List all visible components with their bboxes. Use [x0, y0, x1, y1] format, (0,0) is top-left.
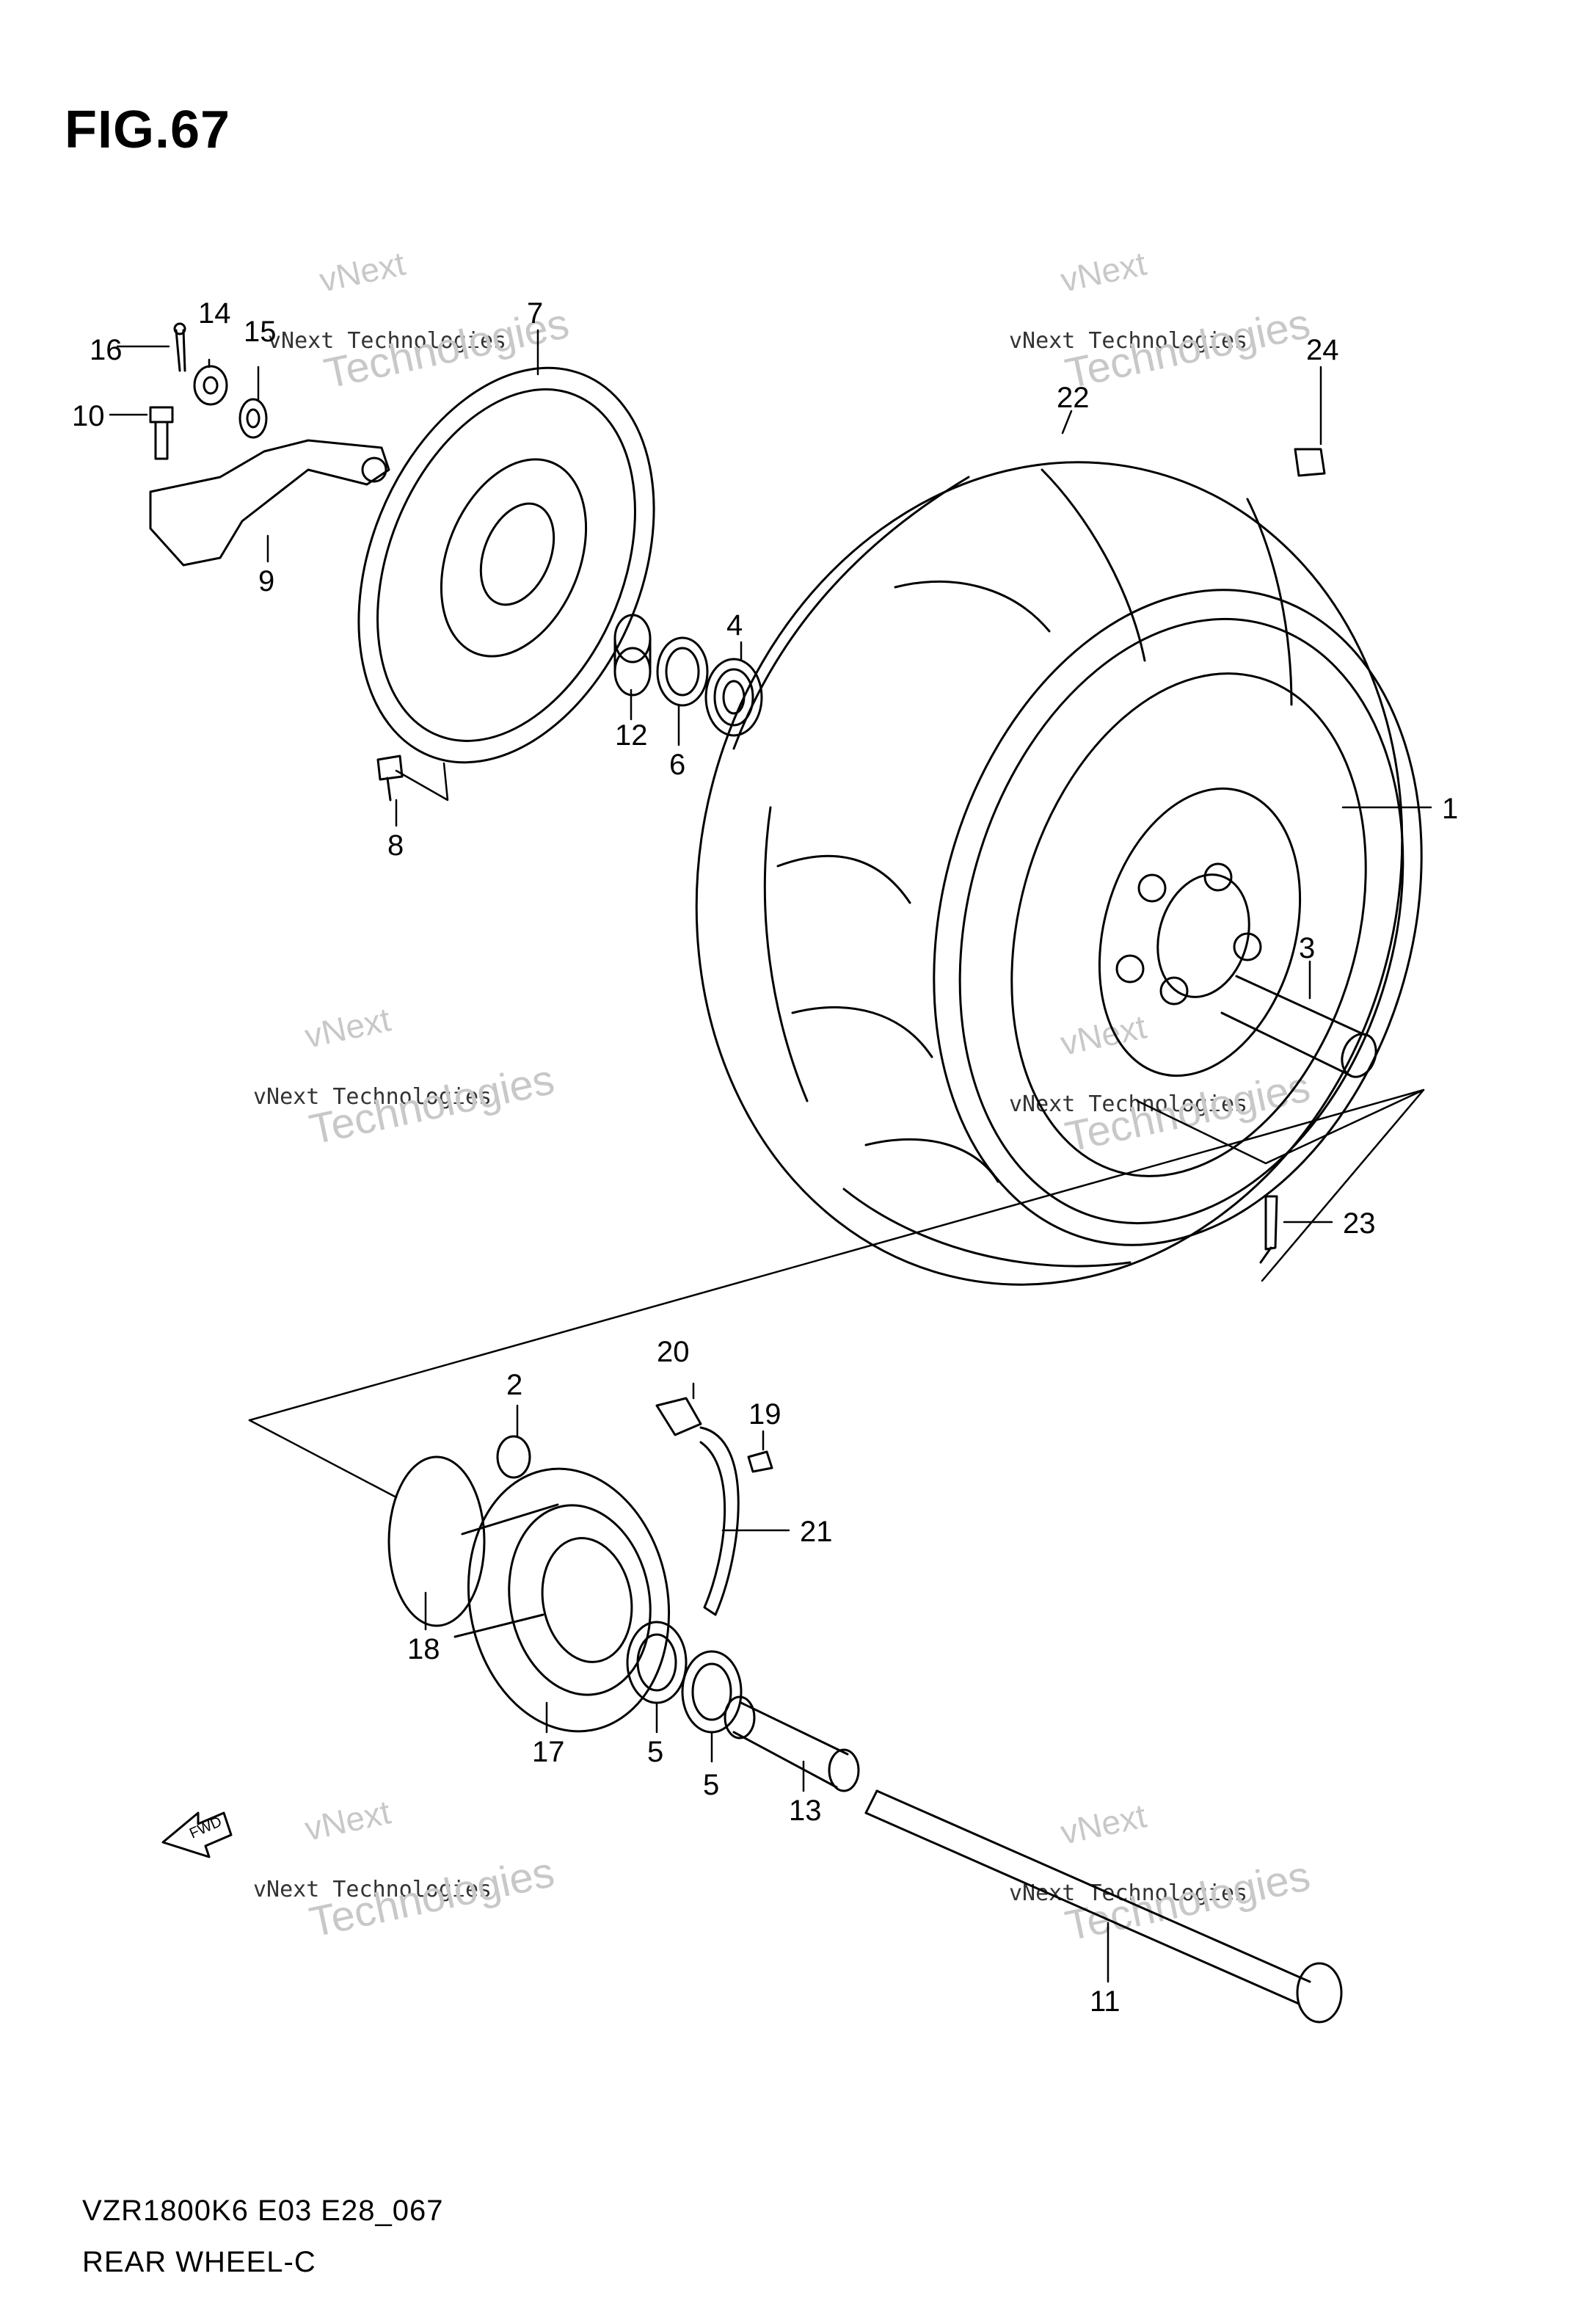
svg-text:vNext Technologies: vNext Technologies [268, 328, 506, 354]
svg-text:vNext Technologies: vNext Technologies [1009, 328, 1247, 354]
svg-text:vNext: vNext [302, 1000, 394, 1055]
sprocket-hub-17 [453, 1467, 671, 1733]
watermark-4: vNext vNext Technologies Technologies [1009, 1007, 1314, 1161]
bolt-8 [376, 755, 404, 801]
callout-23: 23 [1343, 1207, 1376, 1240]
model-code: VZR1800K6 E03 E28_067 [82, 2195, 444, 2227]
retaining-plate-21 [699, 1426, 740, 1616]
svg-text:vNext Technologies: vNext Technologies [1009, 1091, 1247, 1117]
bearing-4 [704, 658, 763, 737]
callout-9: 9 [258, 565, 274, 597]
oil-seal-6 [656, 636, 709, 707]
clip-24 [1294, 448, 1326, 477]
callout-22: 22 [1057, 382, 1090, 414]
watermarks: vNext vNext Technologies Technologies vN… [253, 244, 1314, 1950]
watermark-5: vNext vNext Technologies Technologies [253, 1792, 558, 1946]
spacer-3 [1220, 975, 1377, 1078]
spacer-13 [724, 1695, 860, 1792]
bearing-2 [496, 1435, 531, 1479]
brake-disc-7 [357, 366, 655, 764]
svg-text:Technologies: Technologies [1061, 299, 1314, 398]
callouts: 1 2 3 4 5 5 6 7 8 9 10 11 12 13 14 15 16… [72, 297, 1458, 2018]
callout-3: 3 [1299, 932, 1315, 964]
retainer-20 [655, 1397, 702, 1436]
rear-tire-and-wheel [695, 461, 1423, 1286]
axle-11 [864, 1789, 1343, 2024]
watermark-6: vNext vNext Technologies Technologies [1009, 1796, 1314, 1950]
callout-5a: 5 [647, 1736, 663, 1768]
o-ring-18 [387, 1455, 486, 1627]
bearing-5b [681, 1650, 743, 1734]
assembly-name: REAR WHEEL-C [82, 2246, 316, 2278]
callout-14: 14 [198, 297, 231, 330]
caliper-bracket-9 [149, 439, 390, 567]
svg-text:vNext: vNext [1057, 244, 1150, 299]
callout-8: 8 [387, 829, 404, 862]
callout-19: 19 [748, 1398, 781, 1431]
callout-5b: 5 [703, 1769, 719, 1801]
svg-text:Technologies: Technologies [1061, 1063, 1314, 1161]
callout-1: 1 [1442, 793, 1458, 825]
collar-12 [613, 614, 652, 697]
svg-text:vNext Technologies: vNext Technologies [253, 1877, 492, 1902]
watermark-3: vNext vNext Technologies Technologies [253, 1000, 558, 1154]
bolt-10 [149, 406, 174, 460]
washer-15 [238, 398, 268, 439]
fwd-arrow-icon: FWD [161, 1811, 233, 1858]
svg-text:vNext: vNext [1057, 1796, 1150, 1851]
svg-text:Technologies: Technologies [1061, 1852, 1314, 1950]
valve-23 [1259, 1195, 1278, 1264]
callout-15: 15 [244, 316, 277, 348]
svg-text:vNext: vNext [1057, 1007, 1150, 1062]
callout-24: 24 [1306, 334, 1339, 366]
callout-20: 20 [657, 1336, 690, 1368]
svg-text:vNext: vNext [316, 244, 409, 299]
svg-text:Technologies: Technologies [305, 1848, 558, 1946]
bolt-19 [747, 1450, 773, 1473]
figure-title: FIG.67 [65, 101, 231, 159]
callout-18: 18 [407, 1633, 440, 1665]
callout-4: 4 [726, 609, 743, 641]
callout-16: 16 [90, 334, 123, 366]
callout-11: 11 [1090, 1985, 1121, 2018]
callout-7: 7 [527, 297, 543, 330]
nut-14 [193, 365, 228, 406]
leader-lines [109, 329, 1432, 1983]
svg-text:Technologies: Technologies [305, 1055, 558, 1154]
callout-10: 10 [72, 400, 105, 432]
watermark-2: vNext vNext Technologies Technologies [1009, 244, 1314, 398]
callout-21: 21 [800, 1516, 833, 1548]
svg-text:vNext: vNext [302, 1792, 394, 1847]
callout-13: 13 [789, 1795, 822, 1827]
callout-6: 6 [669, 749, 685, 781]
bearing-5a [626, 1621, 688, 1704]
callout-17: 17 [532, 1736, 565, 1768]
cotter-pin-16 [173, 322, 186, 372]
callout-12: 12 [615, 719, 648, 752]
svg-text:vNext Technologies: vNext Technologies [253, 1084, 492, 1110]
callout-2: 2 [506, 1369, 522, 1401]
